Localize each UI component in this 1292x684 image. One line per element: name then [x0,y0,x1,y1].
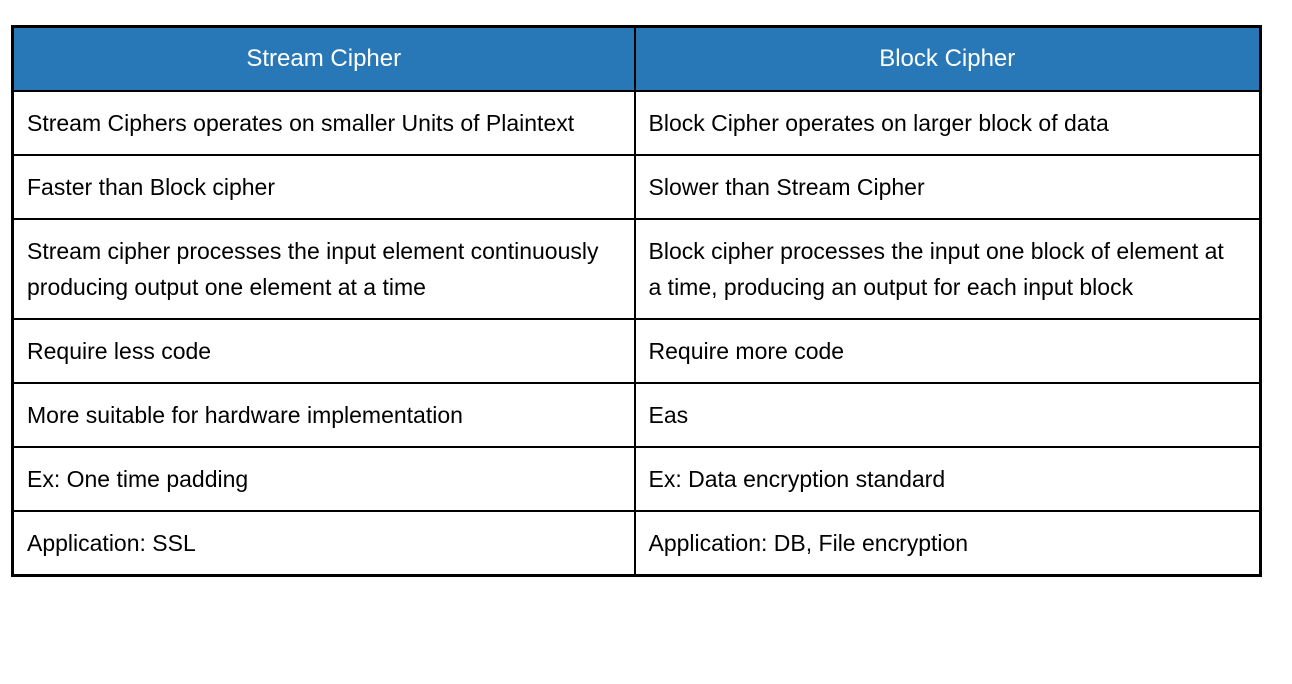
header-block-cipher: Block Cipher [633,25,1262,92]
header-stream-cipher: Stream Cipher [11,25,636,92]
stream-cell: Stream cipher processes the input elemen… [11,218,636,320]
stream-cell: More suitable for hardware implementatio… [11,382,636,448]
stream-cell: Ex: One time padding [11,446,636,512]
table-row: Faster than Block cipher Slower than Str… [11,154,1262,220]
table-row: Application: SSL Application: DB, File e… [11,510,1262,577]
block-cell: Ex: Data encryption standard [633,446,1262,512]
table-row: Require less code Require more code [11,318,1262,384]
block-cell: Block cipher processes the input one blo… [633,218,1262,320]
stream-cell: Application: SSL [11,510,636,577]
block-cell: Block Cipher operates on larger block of… [633,90,1262,156]
table-row: Stream Ciphers operates on smaller Units… [11,90,1262,156]
table-row: Ex: One time padding Ex: Data encryption… [11,446,1262,512]
table-row: Stream cipher processes the input elemen… [11,218,1262,320]
cipher-comparison-table: Stream Cipher Block Cipher Stream Cipher… [11,25,1262,577]
block-cell: Eas [633,382,1262,448]
block-cell: Slower than Stream Cipher [633,154,1262,220]
block-cell: Application: DB, File encryption [633,510,1262,577]
stream-cell: Require less code [11,318,636,384]
stream-cell: Faster than Block cipher [11,154,636,220]
block-cell: Require more code [633,318,1262,384]
table-row: More suitable for hardware implementatio… [11,382,1262,448]
table-header-row: Stream Cipher Block Cipher [11,25,1262,92]
stream-cell: Stream Ciphers operates on smaller Units… [11,90,636,156]
